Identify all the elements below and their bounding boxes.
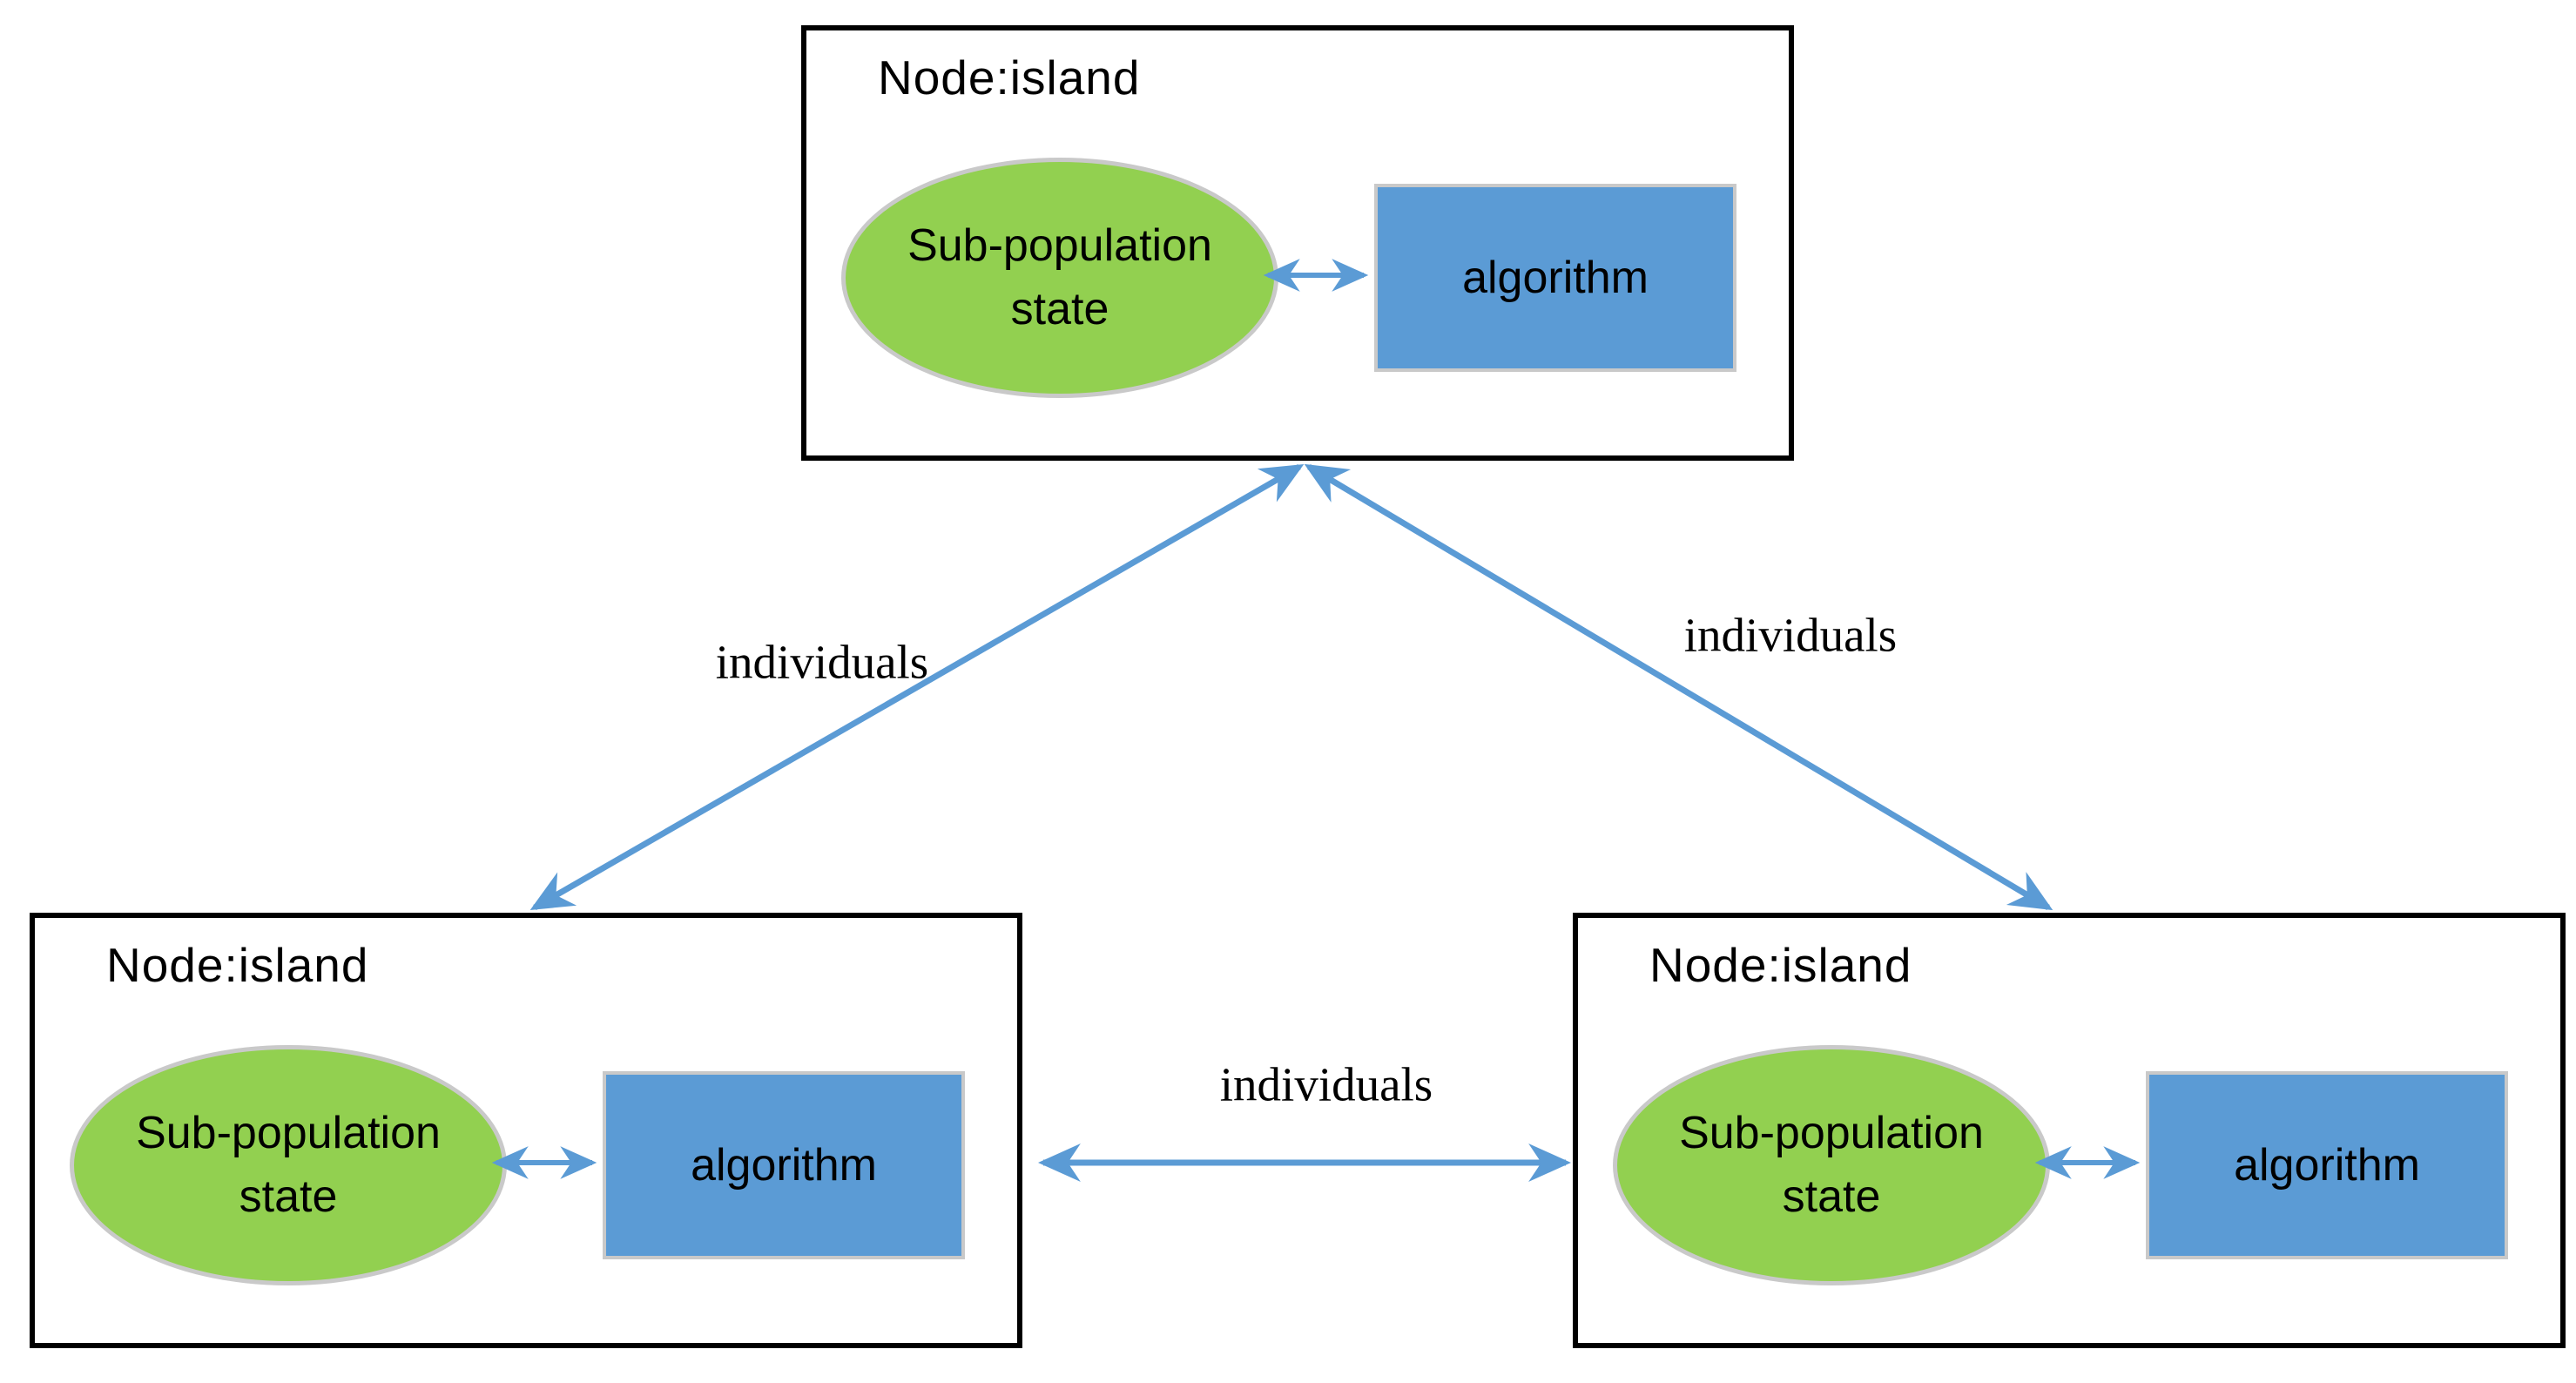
algorithm-label: algorithm <box>691 1140 877 1191</box>
algorithm-rect: algorithm <box>2146 1071 2508 1259</box>
node-title: Node:island <box>878 51 1141 105</box>
island-node-bottom-left: Node:island Sub-population state algorit… <box>30 913 1022 1348</box>
edge-label-individuals-left: individuals <box>715 635 929 689</box>
island-node-top: Node:island Sub-population state algorit… <box>801 25 1794 461</box>
sub-population-state-ellipse: Sub-population state <box>70 1045 507 1285</box>
sub-population-state-label: Sub-population state <box>1679 1108 1984 1222</box>
sub-population-state-label: Sub-population state <box>136 1108 441 1222</box>
sub-population-state-label: Sub-population state <box>907 220 1212 334</box>
node-title: Node:island <box>106 938 369 992</box>
node-title: Node:island <box>1649 938 1912 992</box>
migration-arrow-top-right <box>1304 463 2053 911</box>
algorithm-rect: algorithm <box>603 1071 965 1259</box>
algorithm-rect: algorithm <box>1374 184 1736 372</box>
algorithm-label: algorithm <box>1462 253 1649 303</box>
island-node-bottom-right: Node:island Sub-population state algorit… <box>1573 913 2566 1348</box>
sub-population-state-ellipse: Sub-population state <box>1613 1045 2050 1285</box>
algorithm-label: algorithm <box>2234 1140 2420 1191</box>
edge-label-individuals-bottom: individuals <box>1219 1057 1433 1111</box>
edge-label-individuals-right: individuals <box>1683 608 1898 662</box>
sub-population-state-ellipse: Sub-population state <box>841 158 1278 398</box>
